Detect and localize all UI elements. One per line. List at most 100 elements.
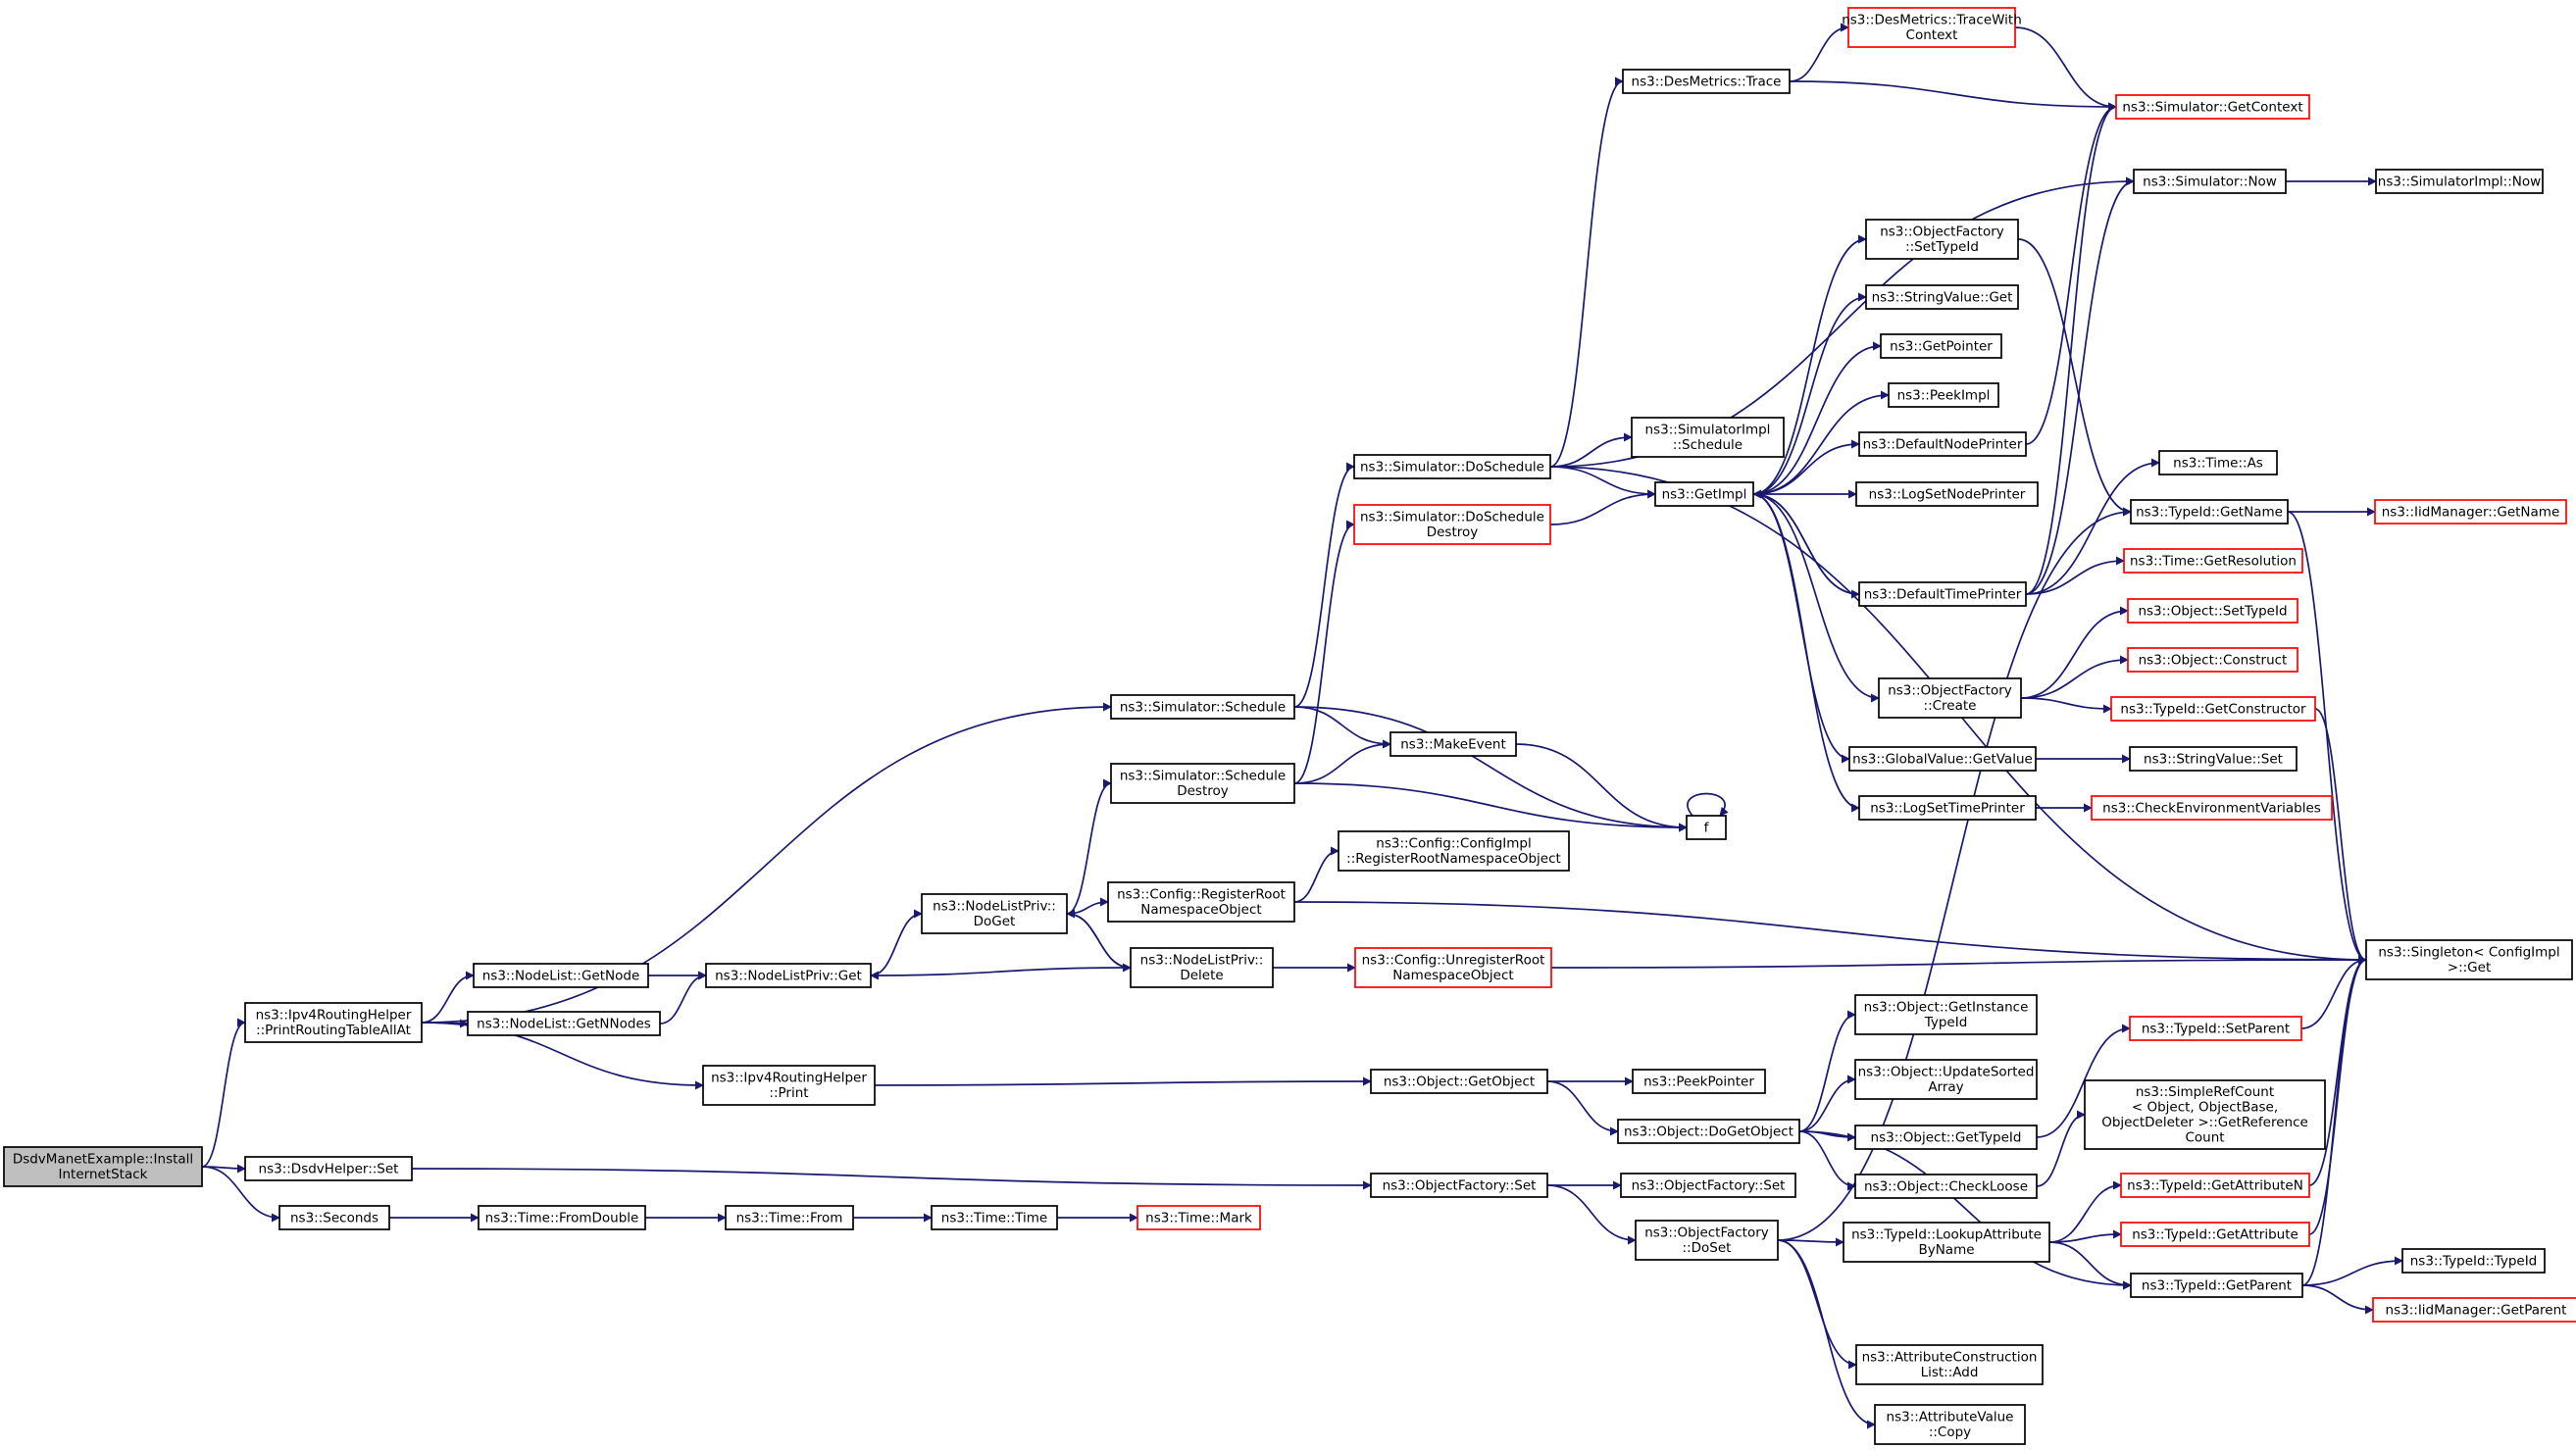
edge-objdogetobject-to-objgetinst [1798,1010,1856,1132]
node-seconds[interactable]: ns3::Seconds [278,1205,390,1230]
node-nlpdoget[interactable]: ns3::NodeListPriv::DoGet [921,893,1068,934]
node-objdogetobject[interactable]: ns3::Object::DoGetObject [1617,1119,1800,1144]
edge-ofsettypeid-to-typeidgetname [2017,238,2132,517]
edge-defnodeprinter-to-getcontext [2025,102,2117,445]
node-tidgetctor[interactable]: ns3::TypeId::GetConstructor [2110,696,2316,722]
node-label: ns3::Singleton< ConfigImpl [2378,945,2559,961]
node-label: ns3::Simulator::Now [2143,174,2277,189]
node-box [2130,499,2289,525]
node-tidtypeid[interactable]: ns3::TypeId::TypeId [2401,1248,2546,1274]
node-defnodeprinter[interactable]: ns3::DefaultNodePrinter [1858,431,2027,457]
node-box [467,1011,661,1036]
node-label: ns3::SimulatorImpl [1645,423,1771,438]
node-doschedule[interactable]: ns3::Simulator::DoSchedule [1353,454,1551,479]
node-strvalget[interactable]: ns3::StringValue::Get [1865,284,2019,310]
node-timegetres[interactable]: ns3::Time::GetResolution [2123,548,2303,574]
node-box [3,1146,203,1187]
node-ofset2[interactable]: ns3::ObjectFactory::Set [1620,1173,1796,1198]
node-makeevent[interactable]: ns3::MakeEvent [1389,731,1517,757]
node-box [2365,939,2573,980]
node-attrvalcopy[interactable]: ns3::AttributeValue::Copy [1874,1404,2026,1445]
node-timemark[interactable]: ns3::Time::Mark [1136,1205,1261,1230]
node-box [1353,454,1551,479]
node-box [1620,1173,1796,1198]
node-ofsettypeid[interactable]: ns3::ObjectFactory::SetTypeId [1865,219,2019,260]
node-label: List::Add [1921,1365,1979,1380]
node-tidsetparent[interactable]: ns3::TypeId::SetParent [2129,1016,2302,1041]
node-schedule[interactable]: ns3::Simulator::Schedule [1110,694,1295,720]
node-getcontext[interactable]: ns3::Simulator::GetContext [2115,94,2310,120]
node-simplerefcount[interactable]: ns3::SimpleRefCount< Object, ObjectBase,… [2084,1079,2326,1150]
node-label: InternetStack [59,1167,148,1182]
node-timefrom[interactable]: ns3::Time::From [725,1205,854,1230]
node-logsettime[interactable]: ns3::LogSetTimePrinter [1858,795,2037,821]
node-simnow[interactable]: ns3::Simulator::Now [2133,169,2287,194]
node-label: ns3::NodeListPriv::Get [715,968,862,983]
node-peekpointer[interactable]: ns3::PeekPointer [1632,1069,1766,1094]
node-box [1874,1404,2026,1445]
node-simimplsched[interactable]: ns3::SimulatorImpl::Schedule [1631,417,1785,458]
node-label: ns3::Simulator::Schedule [1120,769,1286,784]
node-iidgetname[interactable]: ns3::IidManager::GetName [2374,499,2567,525]
node-typeidgetname[interactable]: ns3::TypeId::GetName [2130,499,2289,525]
node-objsettypeid[interactable]: ns3::Object::SetTypeId [2127,598,2298,624]
node-box [1632,1069,1766,1094]
node-singleton[interactable]: ns3::Singleton< ConfigImpl>::Get [2365,939,2573,980]
node-objconstruct[interactable]: ns3::Object::Construct [2127,647,2298,673]
node-iidgetparent[interactable]: ns3::IidManager::GetParent [2372,1297,2576,1323]
node-getnode[interactable]: ns3::NodeList::GetNode [473,963,649,988]
node-timetime[interactable]: ns3::Time::Time [931,1205,1058,1230]
node-nlpdelete[interactable]: ns3::NodeListPriv::Delete [1130,947,1274,988]
node-strvalset[interactable]: ns3::StringValue::Set [2129,746,2298,772]
node-dsdvset[interactable]: ns3::DsdvHelper::Set [244,1156,413,1181]
node-tidgetparent[interactable]: ns3::TypeId::GetParent [2130,1273,2303,1298]
node-label: ns3::TypeId::GetConstructor [2120,701,2306,717]
node-tidgetattrn[interactable]: ns3::TypeId::GetAttributeN [2120,1173,2310,1198]
node-checkenv[interactable]: ns3::CheckEnvironmentVariables [2091,795,2333,821]
node-box [1631,417,1785,458]
node-getnnodes[interactable]: ns3::NodeList::GetNNodes [467,1011,661,1036]
node-nlpget[interactable]: ns3::NodeListPriv::Get [705,963,872,988]
node-label: ::Print [769,1085,808,1101]
node-tidgetattr[interactable]: ns3::TypeId::GetAttribute [2120,1222,2310,1247]
node-objgettypeid[interactable]: ns3::Object::GetTypeId [1854,1125,2038,1150]
node-label: ns3::ObjectFactory::Set [1632,1177,1786,1193]
node-ofcreate[interactable]: ns3::ObjectFactory::Create [1878,677,2022,719]
node-unregroot[interactable]: ns3::Config::UnregisterRootNamespaceObje… [1354,947,1552,988]
node-logsetnode[interactable]: ns3::LogSetNodePrinter [1855,481,2039,507]
node-getpointer[interactable]: ns3::GetPointer [1880,333,2002,359]
node-timefromdouble[interactable]: ns3::Time::FromDouble [478,1205,646,1230]
node-getimpl[interactable]: ns3::GetImpl [1654,481,1754,507]
node-deftimeprinter[interactable]: ns3::DefaultTimePrinter [1858,581,2027,607]
node-f[interactable]: f [1686,815,1727,840]
node-timeas[interactable]: ns3::Time::As [2158,450,2278,475]
node-box [1130,947,1274,988]
node-print[interactable]: ns3::Ipv4RoutingHelper::Print [702,1065,876,1106]
node-objcheckloose[interactable]: ns3::Object::CheckLoose [1854,1174,2038,1199]
node-printrt[interactable]: ns3::Ipv4RoutingHelper::PrintRoutingTabl… [244,1002,423,1043]
node-regroot[interactable]: ns3::Config::RegisterRootNamespaceObject [1107,881,1295,923]
node-gvgetvalue[interactable]: ns3::GlobalValue::GetValue [1848,746,2037,772]
edge-tidlookup-to-tidgetattrn [2048,1180,2122,1243]
node-cfgregroot[interactable]: ns3::Config::ConfigImpl::RegisterRootNam… [1338,830,1570,872]
node-peekimpl[interactable]: ns3::PeekImpl [1888,382,1999,408]
node-ofset[interactable]: ns3::ObjectFactory::Set [1370,1173,1548,1198]
node-box [1617,1119,1800,1144]
node-ofdoset[interactable]: ns3::ObjectFactory::DoSet [1635,1220,1779,1261]
node-label: DsdvManetExample::Install [13,1152,193,1168]
node-box [1110,694,1295,720]
node-box [1880,333,2002,359]
node-objgetobject[interactable]: ns3::Object::GetObject [1370,1069,1548,1094]
node-simimplnow[interactable]: ns3::SimulatorImpl::Now [2375,169,2544,194]
node-desmtrace[interactable]: ns3::DesMetrics::Trace [1622,69,1791,94]
edge-unregroot-to-singleton [1550,955,2367,969]
node-label: ns3::Config::UnregisterRoot [1362,953,1545,969]
